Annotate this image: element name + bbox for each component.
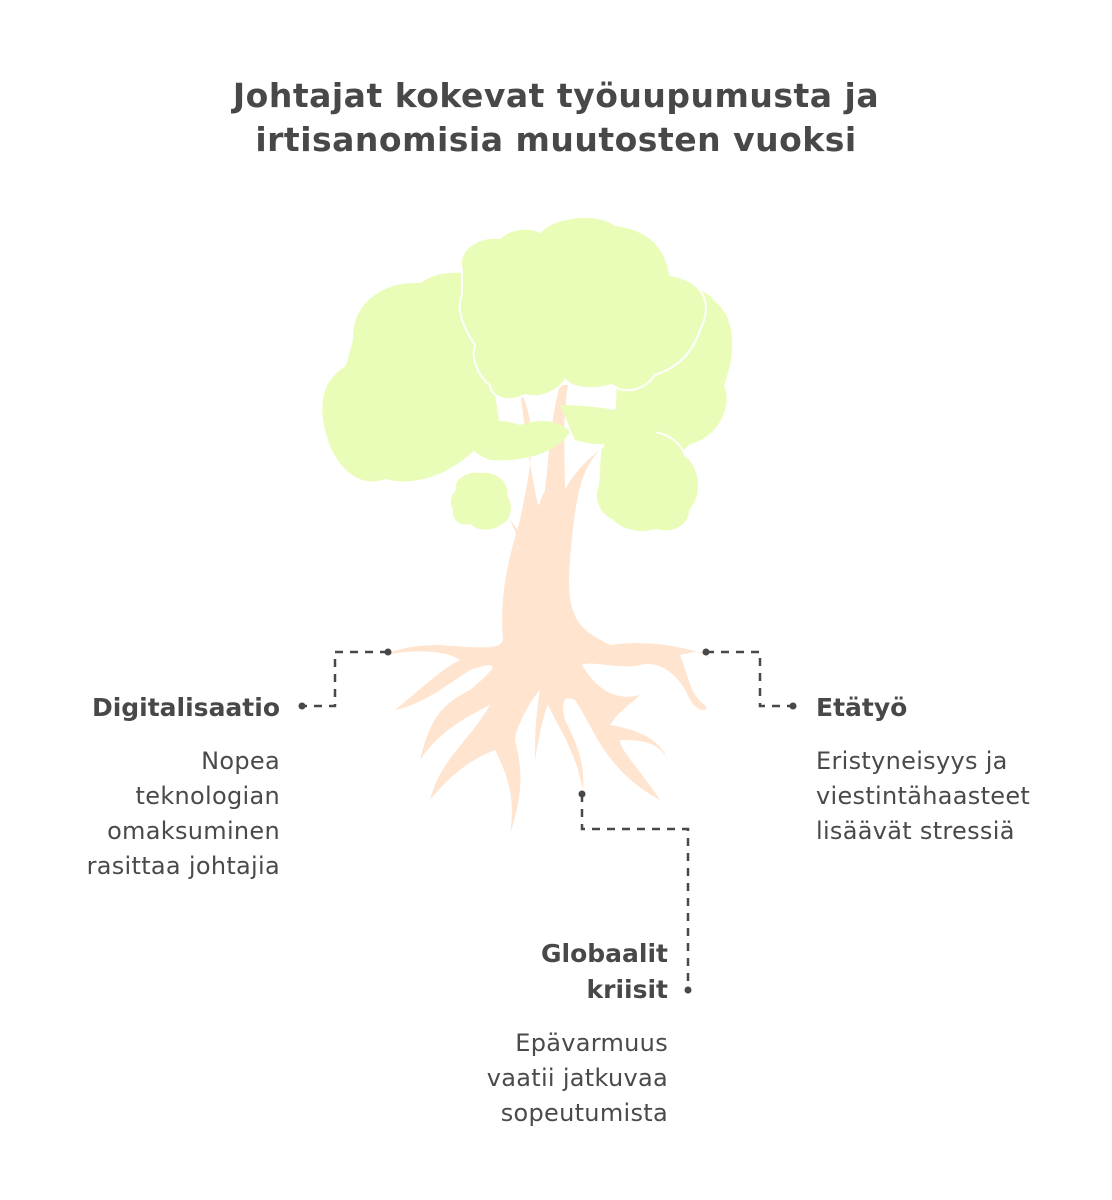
description-line: rasittaa johtajia (86, 852, 280, 880)
description-line: teknologian (135, 782, 280, 810)
label-line: kriisit (586, 975, 669, 1004)
connector-etatyo (706, 650, 793, 708)
description-line: lisäävät stressiä (816, 817, 1015, 845)
tree-roots-trunk (385, 385, 710, 835)
description-line: Eristyneisyys ja (816, 747, 1008, 775)
factor-description-etatyo: Eristyneisyys ja viestintähaasteet lisää… (816, 744, 1106, 849)
connectors (302, 650, 793, 990)
label-line: Globaalit (541, 939, 668, 968)
description-line: viestintähaasteet (816, 782, 1031, 810)
connector-dots (298, 648, 797, 994)
tree-foliage (320, 215, 735, 533)
factor-description-globaalit-kriisit: Epävarmuus vaatii jatkuvaa sopeutumista (400, 1026, 668, 1131)
description-line: sopeutumista (500, 1099, 668, 1127)
factor-label-etatyo: Etätyö (816, 693, 908, 722)
diagram-title: Johtajat kokevat työuupumusta ja irtisan… (0, 74, 1112, 162)
title-line-1: Johtajat kokevat työuupumusta ja (232, 76, 880, 115)
description-line: vaatii jatkuvaa (486, 1064, 668, 1092)
factor-description-digitalisaatio: Nopea teknologian omaksuminen rasittaa j… (20, 744, 280, 884)
connector-globaalit-kriisit (580, 794, 690, 990)
connector-digitalisaatio (302, 650, 388, 708)
factor-label-globaalit-kriisit: Globaalit kriisit (420, 936, 668, 1008)
description-line: omaksuminen (107, 817, 280, 845)
description-line: Nopea (201, 747, 280, 775)
factor-label-digitalisaatio: Digitalisaatio (91, 693, 280, 722)
description-line: Epävarmuus (515, 1029, 668, 1057)
title-line-2: irtisanomisia muutosten vuoksi (255, 120, 857, 159)
